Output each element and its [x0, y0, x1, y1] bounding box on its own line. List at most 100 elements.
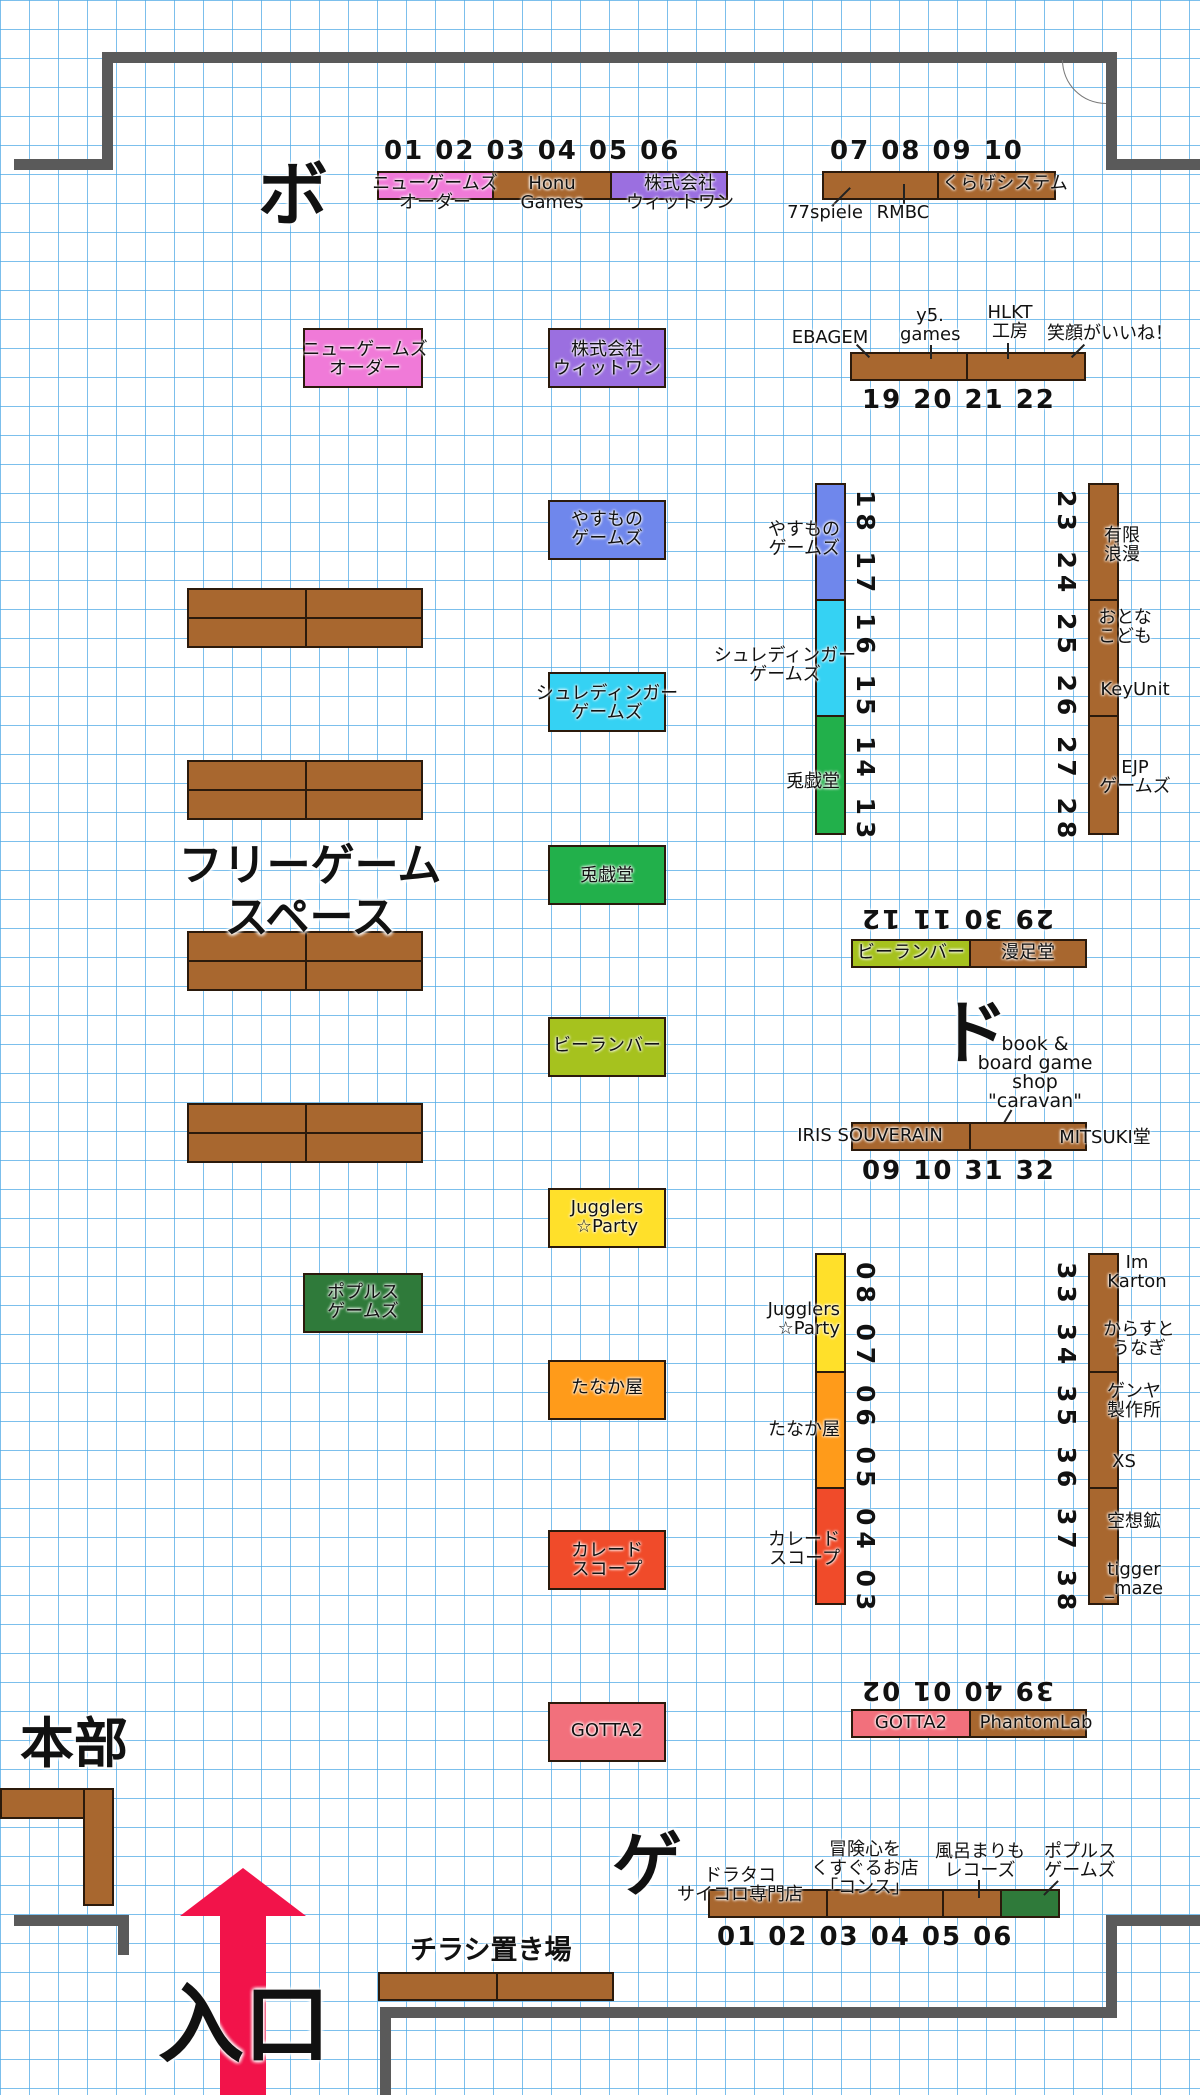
door-swing: [1062, 60, 1106, 104]
do-table-35-36: [1088, 1371, 1119, 1489]
demo-yasumono-label: やすもの ゲームズ: [571, 509, 643, 549]
wall-right-step: [1106, 159, 1200, 170]
free-table-3d: [305, 960, 423, 991]
demo-schrod-label: シュレディンガー ゲームズ: [535, 683, 679, 723]
free-table-1c: [187, 617, 307, 648]
do-booth-39-label: PhantomLab: [979, 1712, 1093, 1733]
entrance-label: 入口: [158, 1975, 330, 2075]
demo-table-yasumono: [548, 500, 666, 560]
flyer-table-a: [378, 1972, 498, 2001]
demo-kalei-label: カレード スコープ: [571, 1540, 643, 1580]
do-booth-09-label: IRIS SOUVERAIN: [797, 1125, 943, 1146]
ge-booth-01-label: ドラタコ サイコロ専門店: [677, 1865, 803, 1905]
demo-table-tanakaya: [548, 1360, 666, 1420]
do-caravan-label: book & board game shop "caravan": [977, 1033, 1093, 1112]
demo-table-newgames: [303, 328, 423, 388]
bo-booth-21-label: HLKT 工房: [987, 302, 1033, 342]
wall-top-right: [1106, 52, 1117, 170]
demo-beerunbar-label: ビーランバー: [553, 1035, 661, 1056]
ge-table-06: [1000, 1889, 1060, 1918]
ge-booth-06-label: ポプルス ゲームズ: [1044, 1841, 1116, 1881]
free-table-1b: [305, 588, 423, 619]
free-table-4b: [305, 1103, 423, 1134]
bo-table-05-06: [610, 171, 728, 200]
bo-numbers-07-10: 07 08 09 10: [830, 136, 1024, 166]
wall-bottom-right: [1106, 1915, 1200, 1926]
do-table-11-12: [851, 939, 971, 968]
block-label-ge: ゲ: [612, 1824, 682, 1906]
bo-booth-26-label: KeyUnit: [1100, 679, 1170, 700]
demo-table-beerunbar: [548, 1017, 666, 1077]
do-numbers-29-12: 29 30 11 12: [860, 903, 1054, 933]
wall-bottom-right-post: [1106, 1915, 1117, 2015]
hq-table-vertical: [83, 1788, 114, 1906]
bo-booth-15-label: シュレディンガー ゲームズ: [713, 645, 857, 685]
do-table-37-38: [1088, 1487, 1119, 1605]
do-table-03-04: [815, 1487, 846, 1605]
bo-booth-09-label: くらげシステム: [942, 173, 1068, 194]
bo-booth-07-label: 77spiele: [787, 202, 863, 223]
bo-booth-17-label: やすもの ゲームズ: [768, 519, 840, 559]
do-booth-33-label: Im Karton: [1107, 1252, 1167, 1292]
ge-table-05: [942, 1889, 1002, 1918]
demo-togido-label: 兎戯堂: [580, 865, 634, 886]
do-numbers-33-38: 33 34 35 36 37 38: [1052, 1262, 1081, 1617]
bo-booth-05-label: 株式会社 ウィットワン: [626, 173, 734, 213]
bo-booth-19-label: EBAGEM: [791, 327, 869, 348]
bo-table-27-28: [1088, 715, 1119, 835]
bo-08-pointer: [903, 184, 905, 204]
bo-table-15-16: [815, 599, 846, 717]
do-table-29-30: [969, 939, 1087, 968]
bo-numbers-01-06: 01 02 03 04 05 06: [384, 136, 681, 166]
ge-05-pointer: [978, 1880, 980, 1898]
do-booth-36-label: XS: [1112, 1451, 1136, 1472]
do-table-09-10: [851, 1122, 971, 1151]
do-numbers-08-03: 08 07 06 05 04 03: [851, 1262, 880, 1617]
bo-table-09-10: [937, 171, 1056, 200]
wall-top-left: [102, 52, 113, 170]
do-booth-12-label: ビーランバー: [857, 942, 965, 963]
ge-table-01-02: [708, 1889, 828, 1918]
bo-table-25-26: [1088, 599, 1119, 717]
free-table-3c: [187, 960, 307, 991]
free-table-2d: [305, 789, 423, 820]
do-numbers-09-32: 09 10 31 32: [862, 1156, 1056, 1186]
bo-numbers-23-28: 23 24 25 26 27 28: [1052, 490, 1081, 845]
demo-newgames-label: ニューゲームズ オーダー: [302, 339, 428, 379]
bo-table-03-04: [492, 171, 612, 200]
demo-table-schrod: [548, 672, 666, 732]
flyer-area-label: チラシ置き場: [410, 1935, 572, 1966]
do-booth-34-label: からすと うなぎ: [1103, 1319, 1175, 1359]
demo-tanakaya-label: たなか屋: [571, 1377, 643, 1398]
ge-booth-03-label: 冒険心を くすぐるお店 「コンス」: [811, 1839, 919, 1898]
do-booth-37-label: 空想鉱: [1107, 1511, 1161, 1532]
do-booth-05-label: たなか屋: [768, 1419, 840, 1440]
wall-bottom-left-post: [118, 1915, 129, 1955]
demo-poplus-label: ポプルス ゲームズ: [327, 1282, 399, 1322]
do-table-33-34: [1088, 1253, 1119, 1373]
bo-table-21-22: [966, 352, 1086, 381]
entrance-arrow-icon: [180, 1868, 306, 2095]
demo-table-poplus: [303, 1273, 423, 1333]
bo-booth-20-label: y5. games: [900, 305, 961, 345]
bo-20-pointer: [930, 345, 932, 359]
do-table-05-06: [815, 1371, 846, 1489]
bo-21-pointer: [1007, 343, 1009, 359]
bo-table-13-14: [815, 715, 846, 835]
block-label-do: ド: [938, 992, 1008, 1074]
do-table-39-40: [969, 1709, 1087, 1738]
do-booth-35-label: ゲンヤ 製作所: [1107, 1381, 1161, 1421]
ge-table-03-04: [826, 1889, 944, 1918]
demo-table-gotta: [548, 1702, 666, 1762]
block-label-bo: ボ: [258, 154, 328, 236]
bo-booth-27-label: EJP ゲームズ: [1099, 757, 1171, 797]
demo-gotta-label: GOTTA2: [570, 1720, 644, 1741]
flyer-table-b: [496, 1972, 614, 2001]
free-table-1a: [187, 588, 307, 619]
ge-numbers-01-06: 01 02 03 04 05 06: [717, 1922, 1014, 1952]
free-table-2b: [305, 760, 423, 791]
bo-booth-08-label: RMBC: [876, 202, 930, 223]
do-booth-32-label: MITSUKI堂: [1059, 1127, 1151, 1148]
free-table-2a: [187, 760, 307, 791]
